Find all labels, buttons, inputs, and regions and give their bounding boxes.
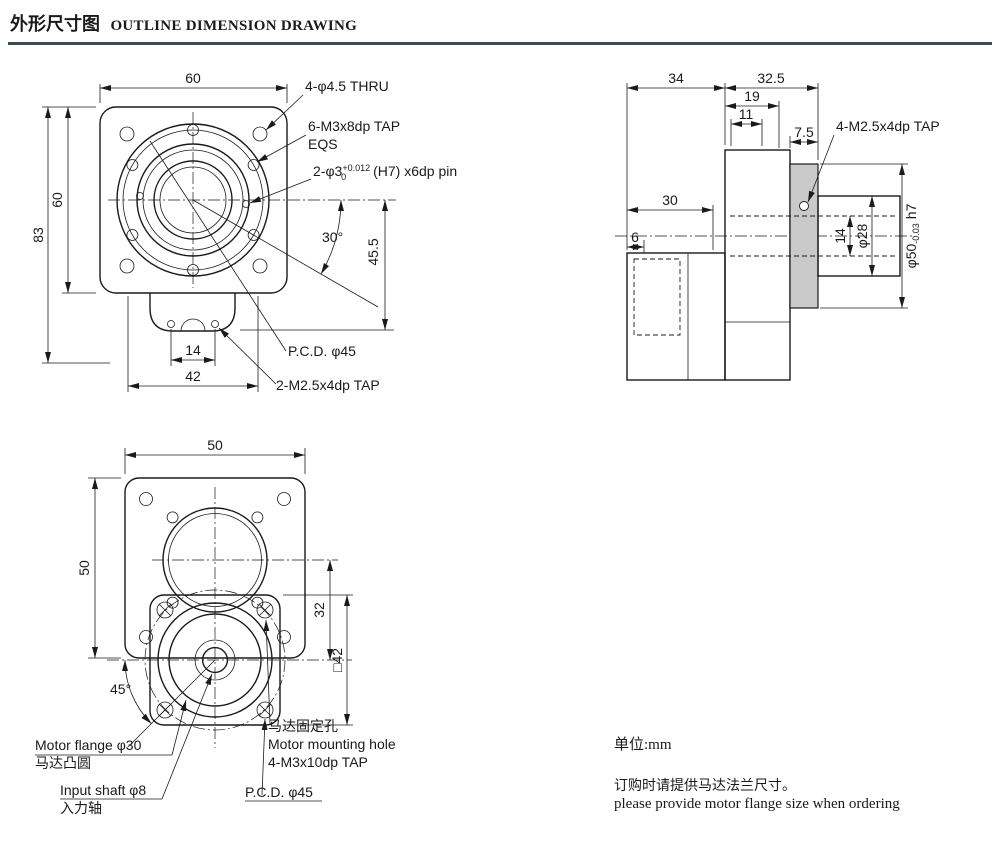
bottom-dimensions [35,448,353,802]
label-input-shaft-en: Input shaft φ8 [60,782,146,798]
side-dimensions [626,83,908,309]
note-order-cn: 订购时请提供马达法兰尺寸。 [614,779,796,794]
page-title-en: OUTLINE DIMENSION DRAWING [110,18,358,34]
dim-sq42: □42 [329,648,345,672]
dim-34: 34 [668,70,684,86]
dim-42: 42 [185,368,201,384]
label-mounting-en: Motor mounting hole [268,736,396,752]
front-view: 60 60 83 4-φ4.5 THRU 6-M3x8dp TAP EQS 2-… [30,70,457,393]
page-title: 外形尺寸图 OUTLINE DIMENSION DRAWING [10,10,357,36]
dim-14-front: 14 [185,342,201,358]
label-motor-flange-cn: 马达凸圆 [35,755,91,771]
label-motor-flange-en: Motor flange φ30 [35,737,142,753]
dim-60-top: 60 [185,70,201,86]
dim-45deg: 45° [110,681,131,697]
front-bore-circles [116,123,270,277]
note-unit: 单位:mm [614,737,672,753]
side-view: 34 32.5 19 11 7.5 4-M2.5x4dp TAP 30 6 14… [615,70,940,381]
label-corner-holes: 4-φ4.5 THRU [305,78,389,94]
front-dimensions [42,84,394,392]
bottom-circles [157,507,273,718]
dim-11: 11 [739,106,754,122]
dim-83: 83 [30,227,46,243]
page-title-cn: 外形尺寸图 [10,14,100,34]
tap-hole [799,201,809,211]
dim-phi28: φ28 [854,223,870,248]
front-holes [119,124,268,328]
dim-45-5: 45.5 [365,238,381,265]
dim-30deg: 30° [322,229,343,245]
label-tap-holes: 6-M3x8dp TAP [308,118,400,134]
label-mounting-cn: 马达固定孔 [268,718,338,734]
label-input-shaft-cn: 入力轴 [60,800,102,816]
label-side-taps: 4-M2.5x4dp TAP [836,118,940,134]
label-pcd-front: P.C.D. φ45 [288,343,356,359]
dim-50-top: 50 [207,437,223,453]
label-tap-holes-eqs: EQS [308,136,338,152]
title-rule [8,42,992,45]
label-mounting-tap: 4-M3x10dp TAP [268,754,368,770]
label-pcd-bottom: P.C.D. φ45 [245,784,313,800]
dim-50-left: 50 [76,560,92,576]
dim-60-left: 60 [49,192,65,208]
label-bottom-taps: 2-M2.5x4dp TAP [276,377,380,393]
dim-7-5: 7.5 [794,124,814,140]
dim-6: 6 [631,229,639,245]
mounting-plate [789,163,819,309]
bottom-holes [139,492,291,719]
note-order-en: please provide motor flange size when or… [614,796,900,812]
dim-30: 30 [662,192,678,208]
bottom-view: 50 50 32 □42 45° Motor flange φ30 马达凸圆 I… [35,437,396,816]
dim-14-side: 14 [832,228,848,244]
dim-32-5: 32.5 [757,70,784,86]
dim-phi50: φ50-0.03h7 [903,203,921,268]
front-outline [99,106,288,332]
dim-32: 32 [311,602,327,618]
dim-19: 19 [744,88,760,104]
side-outline [626,149,901,381]
